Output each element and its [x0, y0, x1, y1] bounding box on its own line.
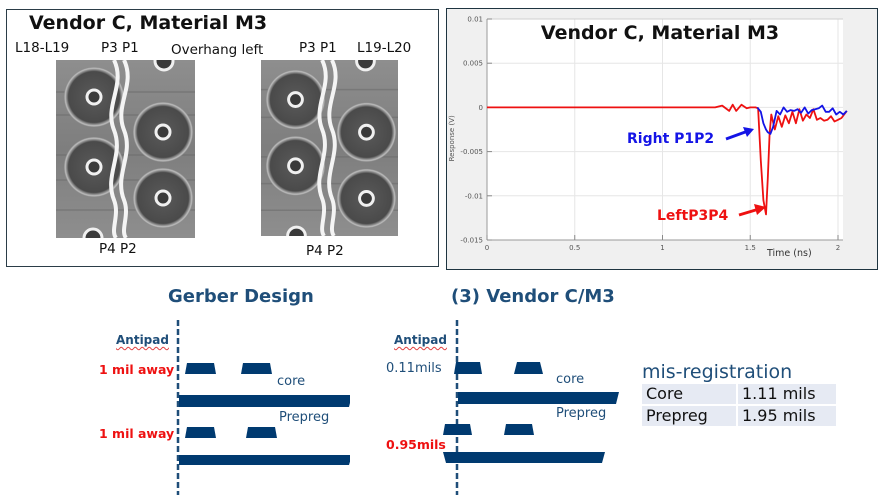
- xray-image-right: [261, 60, 398, 236]
- gerber-core-label: core: [277, 374, 306, 389]
- x-axis-label: Time (ns): [766, 248, 812, 259]
- plot-area: [487, 19, 843, 240]
- y-tick-label: 0.01: [467, 16, 483, 24]
- label-top-pads-right: P3 P1: [299, 40, 337, 56]
- x-tick-label: 0: [485, 244, 489, 252]
- vendor-title: (3) Vendor C/M3: [451, 286, 615, 307]
- gerber-prepreg-offset: 1 mil away: [99, 426, 175, 441]
- x-tick-label: 2: [836, 244, 840, 252]
- vendor-antipad-label: Antipad: [394, 333, 447, 347]
- misregistration-title: mis-registration: [642, 361, 793, 383]
- prepreg-plane: [179, 455, 350, 465]
- label-layers-right: L19-L20: [357, 40, 412, 56]
- prepreg-pad-left: [185, 427, 216, 438]
- misregistration-table: Core 1.11 mils Prepreg 1.95 mils: [640, 382, 838, 428]
- label-overhang: Overhang left: [171, 42, 264, 58]
- vendor-prepreg-offset: 0.95mils: [386, 437, 446, 452]
- prepreg-plane: [443, 452, 605, 463]
- vendor-stackup-diagram: [443, 320, 619, 495]
- table-row: Core 1.11 mils: [642, 384, 836, 404]
- gerber-title: Gerber Design: [168, 286, 314, 307]
- x-tick-label: 0.5: [569, 244, 580, 252]
- x-tick-label: 1.5: [745, 244, 756, 252]
- xray-image-left: [56, 60, 195, 238]
- y-tick-label: -0.01: [465, 192, 483, 200]
- y-tick-label: 0.005: [463, 60, 483, 68]
- vendor-core-label: core: [556, 372, 585, 387]
- y-tick-label: -0.005: [460, 148, 483, 156]
- core-pad-right: [241, 363, 272, 374]
- layer-cell: Prepreg: [642, 406, 736, 426]
- annotation-left-p3p4: LeftP3P4: [657, 208, 728, 224]
- label-bottom-pads-right: P4 P2: [306, 243, 344, 259]
- gerber-core-offset: 1 mil away: [99, 362, 175, 377]
- core-pad-right: [514, 362, 543, 374]
- prepreg-pad-right: [246, 427, 277, 438]
- vendor-prepreg-label: Prepreg: [556, 406, 607, 421]
- core-pad-left: [185, 363, 216, 374]
- photo-panel-title: Vendor C, Material M3: [29, 12, 268, 34]
- y-axis-label: Response (V): [448, 115, 456, 161]
- core-plane: [179, 395, 350, 407]
- x-tick-label: 1: [660, 244, 664, 252]
- value-cell: 1.95 mils: [738, 406, 836, 426]
- gerber-antipad-label: Antipad: [116, 333, 169, 347]
- label-layers-left: L18-L19: [15, 40, 70, 56]
- core-plane: [458, 392, 619, 404]
- prepreg-pad-right: [504, 424, 534, 435]
- label-top-pads-left: P3 P1: [101, 40, 139, 56]
- prepreg-pad-left: [443, 424, 472, 435]
- y-tick-label: -0.015: [460, 237, 483, 245]
- series-line-right-p1p2: [756, 104, 848, 135]
- label-bottom-pads-left: P4 P2: [99, 241, 137, 257]
- value-cell: 1.11 mils: [738, 384, 836, 404]
- arrow-head-icon: [754, 204, 766, 215]
- arrow-head-icon: [743, 127, 754, 137]
- series-line-leftp3p4: [487, 103, 848, 216]
- core-pad-left: [454, 362, 482, 374]
- gerber-prepreg-label: Prepreg: [279, 410, 330, 425]
- layer-cell: Core: [642, 384, 736, 404]
- chart-title: Vendor C, Material M3: [541, 22, 779, 44]
- arrow-right-icon: [725, 129, 749, 141]
- annotation-right-p1p2: Right P1P2: [627, 131, 714, 147]
- vendor-core-offset: 0.11mils: [386, 361, 442, 376]
- y-tick-label: 0: [479, 104, 483, 112]
- gerber-stackup-diagram: [176, 320, 350, 495]
- table-row: Prepreg 1.95 mils: [642, 406, 836, 426]
